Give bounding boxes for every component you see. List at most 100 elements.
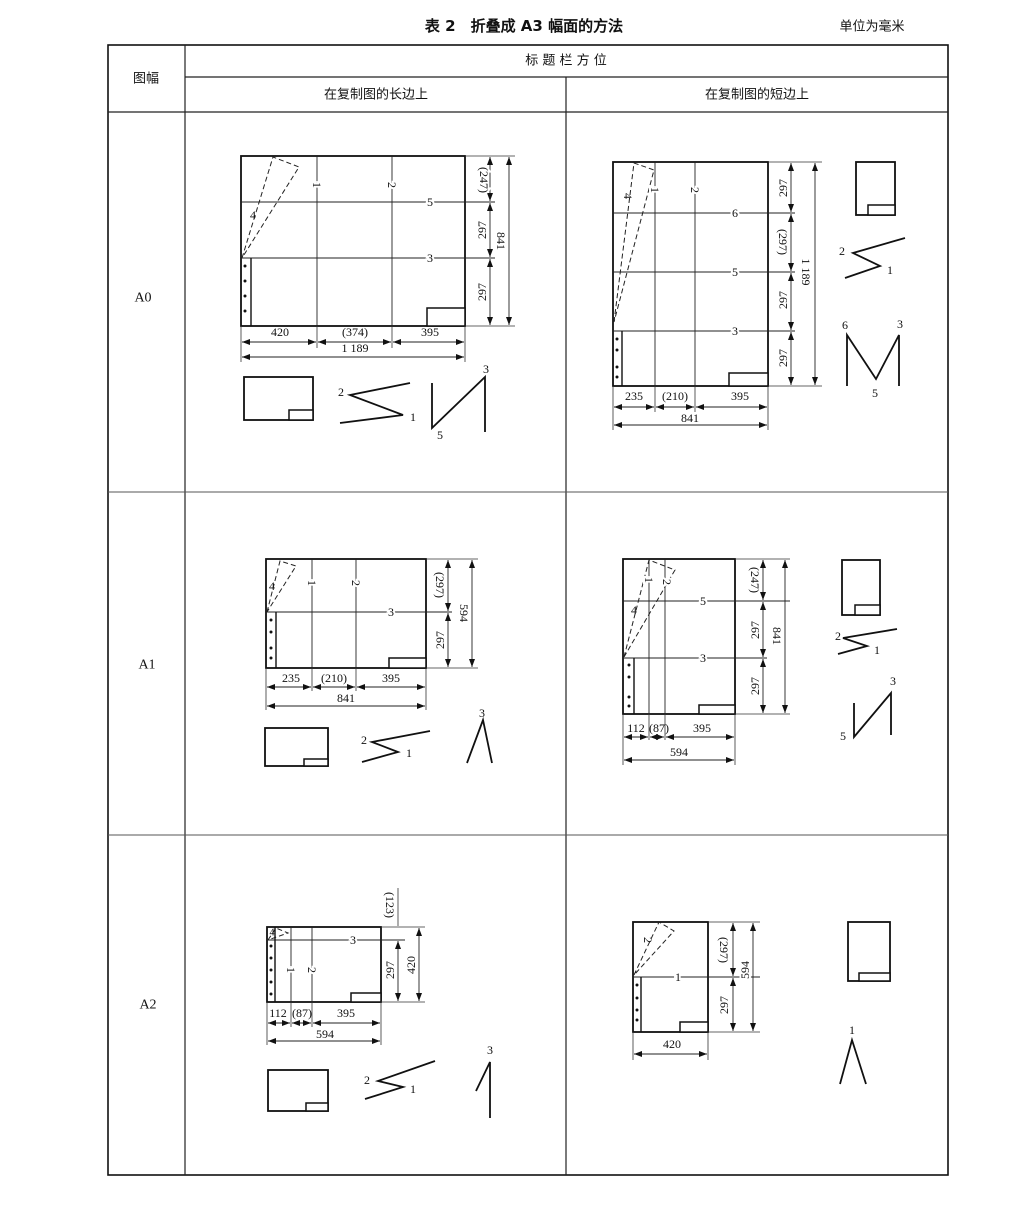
dimension-label: 594 bbox=[316, 1027, 334, 1041]
fold-label: 1 bbox=[310, 182, 324, 188]
dimension-label: 841 bbox=[494, 232, 508, 250]
sequence-label: 1 bbox=[410, 410, 416, 424]
dimension-label: 297 bbox=[383, 961, 397, 979]
fold-label: 4 bbox=[250, 208, 256, 222]
fold-label: 2 bbox=[349, 580, 363, 586]
table-grid bbox=[107, 44, 949, 1176]
fold-label: 3 bbox=[427, 251, 433, 265]
dimension-label: 420 bbox=[271, 325, 289, 339]
fold-label: 2 bbox=[688, 187, 702, 193]
sequence-label: 1 bbox=[887, 263, 893, 277]
diagram-a1-long-edge bbox=[264, 558, 493, 767]
sequence-label: 6 bbox=[842, 318, 848, 332]
fold-label: 3 bbox=[350, 933, 356, 947]
sequence-label: 2 bbox=[361, 733, 367, 747]
fold-label: 5 bbox=[732, 265, 738, 279]
sequence-label: 1 bbox=[849, 1023, 855, 1037]
sequence-label: 3 bbox=[897, 317, 903, 331]
fold-label: 1 bbox=[305, 580, 319, 586]
dimension-label: 594 bbox=[738, 961, 752, 979]
fold-label: 1 bbox=[642, 577, 656, 583]
dimension-label: 395 bbox=[337, 1006, 355, 1020]
dimension-label: 1 189 bbox=[342, 341, 369, 355]
dimension-label: 297 bbox=[475, 221, 489, 239]
dimension-label: 297 bbox=[475, 283, 489, 301]
dimension-label: (247) bbox=[477, 167, 491, 193]
diagram-a0-long-edge bbox=[240, 155, 515, 432]
dimension-label: 297 bbox=[433, 631, 447, 649]
dimension-label: (87) bbox=[649, 721, 669, 735]
sequence-label: 2 bbox=[338, 385, 344, 399]
fold-label: 1 bbox=[675, 970, 681, 984]
table-title: 表 2 折叠成 A3 幅面的方法 bbox=[425, 17, 623, 35]
dimension-label: 395 bbox=[382, 671, 400, 685]
dimension-label: 594 bbox=[670, 745, 688, 759]
dimension-label: (374) bbox=[342, 325, 368, 339]
fold-label: 6 bbox=[732, 206, 738, 220]
sequence-label: 2 bbox=[364, 1073, 370, 1087]
diagram-a2-short-edge bbox=[632, 921, 891, 1085]
fold-label: 1 bbox=[284, 967, 298, 973]
sequence-label: 5 bbox=[872, 386, 878, 400]
fold-label: 3 bbox=[388, 605, 394, 619]
fold-label: 2 bbox=[660, 579, 674, 585]
fold-label: 3 bbox=[732, 324, 738, 338]
sequence-label: 3 bbox=[479, 706, 485, 720]
diagram-a2-long-edge bbox=[266, 888, 491, 1118]
dimension-label: 420 bbox=[663, 1037, 681, 1051]
sequence-label: 3 bbox=[487, 1043, 493, 1057]
dimension-label: 297 bbox=[776, 179, 790, 197]
dimension-label: 395 bbox=[731, 389, 749, 403]
sequence-label: 5 bbox=[437, 428, 443, 442]
dimension-label: (210) bbox=[662, 389, 688, 403]
fold-label: 4 bbox=[269, 579, 275, 593]
dimension-label: 297 bbox=[748, 621, 762, 639]
dimension-label: 1 189 bbox=[799, 259, 813, 286]
diagram-a0-short-edge bbox=[612, 161, 906, 430]
dimension-label: 841 bbox=[337, 691, 355, 705]
header-long-edge: 在复制图的长边上 bbox=[324, 87, 428, 103]
dimension-label: (297) bbox=[776, 229, 790, 255]
dimension-label: 395 bbox=[421, 325, 439, 339]
dimension-label: 297 bbox=[717, 996, 731, 1014]
header-size: 图幅 bbox=[133, 72, 159, 87]
sequence-label: 5 bbox=[840, 729, 846, 743]
fold-label: 4 bbox=[270, 928, 275, 939]
dimension-label: 297 bbox=[776, 291, 790, 309]
fold-label: 5 bbox=[700, 594, 706, 608]
row-label-a0: A0 bbox=[134, 291, 151, 306]
dimension-label: 297 bbox=[748, 677, 762, 695]
dimension-label: (297) bbox=[433, 572, 447, 598]
sequence-label: 2 bbox=[835, 629, 841, 643]
fold-label: 2 bbox=[641, 937, 655, 943]
sequence-label: 3 bbox=[483, 362, 489, 376]
header-short-edge: 在复制图的短边上 bbox=[705, 87, 809, 103]
sequence-label: 1 bbox=[406, 746, 412, 760]
unit-note: 单位为毫米 bbox=[839, 19, 904, 35]
dimension-label: 297 bbox=[776, 349, 790, 367]
row-label-a2: A2 bbox=[139, 998, 156, 1013]
diagram-a1-short-edge bbox=[622, 558, 898, 765]
dimension-label: 235 bbox=[282, 671, 300, 685]
dimension-label: (123) bbox=[383, 892, 397, 918]
row-label-a1: A1 bbox=[138, 658, 155, 673]
fold-label: 5 bbox=[427, 195, 433, 209]
fold-label: 2 bbox=[385, 182, 399, 188]
sequence-label: 3 bbox=[890, 674, 896, 688]
dimension-label: 594 bbox=[457, 604, 471, 622]
dimension-label: 841 bbox=[681, 411, 699, 425]
dimension-label: (210) bbox=[321, 671, 347, 685]
fold-label: 4 bbox=[631, 603, 637, 617]
dimension-label: 235 bbox=[625, 389, 643, 403]
fold-label: 1 bbox=[648, 187, 662, 193]
dimension-label: 841 bbox=[770, 627, 784, 645]
sequence-label: 2 bbox=[839, 244, 845, 258]
dimension-label: 112 bbox=[269, 1006, 287, 1020]
header-title-block-position: 标 题 栏 方 位 bbox=[525, 53, 607, 69]
sequence-label: 1 bbox=[874, 643, 880, 657]
dimension-label: (297) bbox=[717, 937, 731, 963]
fold-label: 4 bbox=[621, 193, 635, 199]
fold-label: 3 bbox=[700, 651, 706, 665]
fold-label: 2 bbox=[305, 967, 319, 973]
